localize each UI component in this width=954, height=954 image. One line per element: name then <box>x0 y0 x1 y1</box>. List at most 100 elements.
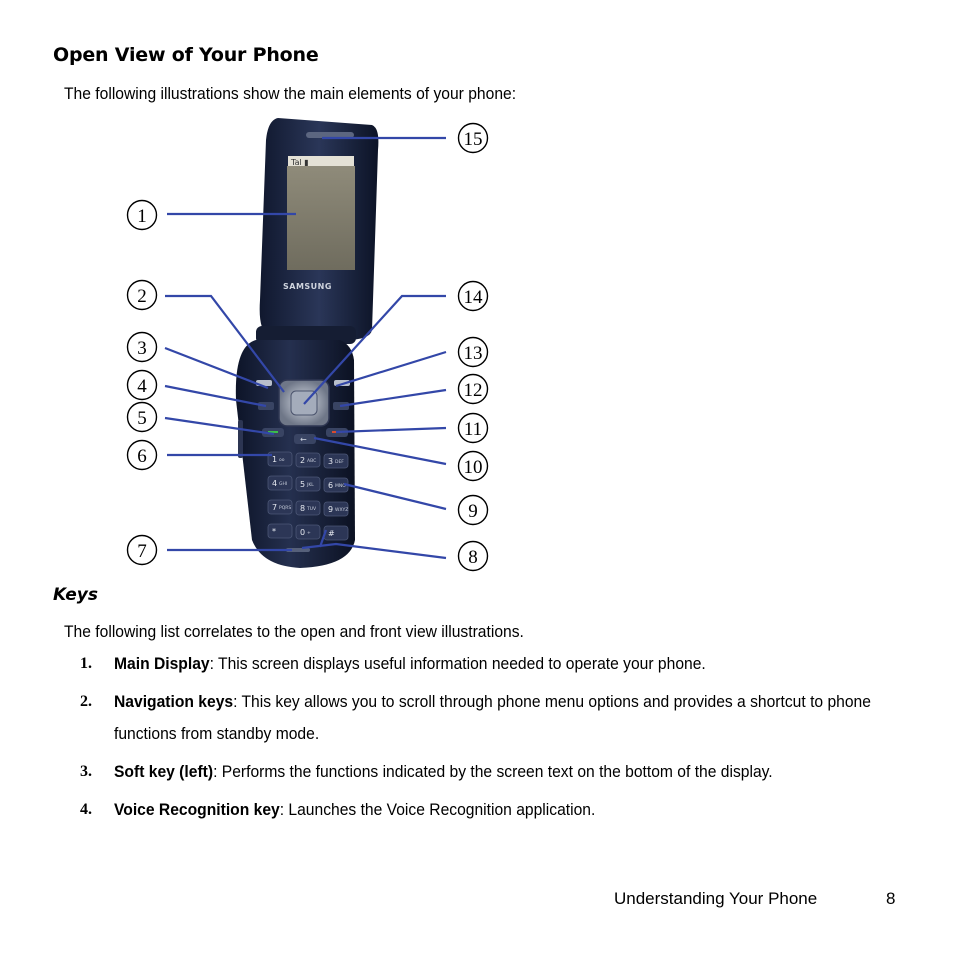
keypad-key-letters: GHI <box>279 481 287 487</box>
keypad-key-digit: 5 <box>300 480 305 489</box>
keypad-key-digit: 0 <box>300 528 305 537</box>
callout-circle-9 <box>457 494 489 526</box>
list-item-number: 2. <box>80 693 92 710</box>
list-item-description: : Launches the Voice Recognition applica… <box>279 800 596 819</box>
keypad-key: # <box>323 525 349 541</box>
keypad-key-digit: 6 <box>328 481 333 490</box>
callout-label-4: 4 <box>137 376 147 397</box>
list-item-term: Main Display <box>114 654 210 673</box>
footer-page-number: 8 <box>886 889 896 908</box>
callout-circle-6 <box>126 439 158 471</box>
keypad-key-letters: JKL <box>306 482 314 488</box>
list-item-text: Navigation keys: This key allows you to … <box>114 686 896 750</box>
volume-key <box>238 420 243 458</box>
callout-circle-8 <box>457 540 489 572</box>
keypad-key-digit: 9 <box>328 505 333 514</box>
callout-label-3: 3 <box>137 338 147 359</box>
svg-text:←: ← <box>300 435 307 444</box>
callout-line-3 <box>164 346 269 390</box>
keypad-key-letters: TUV <box>306 506 317 512</box>
callout-label-15: 15 <box>464 129 483 150</box>
callout-label-1: 1 <box>137 206 147 227</box>
keypad-key-digit: 8 <box>300 504 305 513</box>
list-item: 1. Main Display: This screen displays us… <box>80 648 910 680</box>
callout-circle-12 <box>457 373 489 405</box>
keypad-key-digit: 3 <box>328 457 333 466</box>
callout-circle-4 <box>126 369 158 401</box>
list-item-text: Voice Recognition key: Launches the Voic… <box>114 794 896 826</box>
list-item-description: : This key allows you to scroll through … <box>114 692 871 743</box>
callout-circle-14 <box>457 280 489 312</box>
list-item-description: : This screen displays useful informatio… <box>209 654 706 673</box>
callout-line-10 <box>313 436 447 466</box>
keypad-key-letters: ABC <box>307 458 316 464</box>
callout-circle-2 <box>126 279 158 311</box>
callout-circle-11 <box>457 412 489 444</box>
earpiece <box>306 132 354 138</box>
page-title: Open View of Your Phone <box>53 44 319 66</box>
keypad-key-letters: oo <box>279 458 285 463</box>
list-item: 3. Soft key (left): Performs the functio… <box>80 756 910 788</box>
callout-line-9 <box>343 482 447 511</box>
callout-line-8 <box>301 542 447 560</box>
list-item-number: 3. <box>80 763 92 780</box>
callout-line-5 <box>164 416 275 436</box>
keypad-key-digit: 1 <box>272 455 277 464</box>
callout-label-9: 9 <box>468 501 478 522</box>
callout-label-2: 2 <box>137 286 147 307</box>
callout-label-6: 6 <box>137 446 147 467</box>
callout-label-14: 14 <box>464 287 484 308</box>
keypad-key-digit: # <box>328 529 335 538</box>
callout-line-11 <box>335 426 447 434</box>
list-item-term: Navigation keys <box>114 692 234 711</box>
keypad-key-letters: PQRS <box>279 505 291 511</box>
footer-section-title: Understanding Your Phone <box>614 889 818 908</box>
list-item-text: Main Display: This screen displays usefu… <box>114 648 896 680</box>
keypad-key-digit: 2 <box>300 456 305 465</box>
clear-key <box>294 434 316 444</box>
callout-line-13 <box>335 350 447 388</box>
keypad-key: 0+ <box>295 524 321 540</box>
callout-circle-13 <box>457 336 489 368</box>
hinge <box>256 326 356 344</box>
intro-text: The following illustrations show the mai… <box>64 84 517 103</box>
callout-line-4 <box>164 384 267 408</box>
brand-logo: SAMSUNG <box>283 282 332 291</box>
callout-label-13: 13 <box>464 343 483 364</box>
callout-label-5: 5 <box>137 408 147 429</box>
svg-text:Tal ▮: Tal ▮ <box>290 158 309 167</box>
keypad-key-digit: 7 <box>272 503 277 512</box>
callout-circle-10 <box>457 450 489 482</box>
list-item-number: 1. <box>80 655 92 672</box>
keypad-key-digit: * <box>272 527 276 536</box>
callout-line-8b <box>318 529 328 548</box>
callout-lines <box>164 136 447 560</box>
callout-circle-1 <box>126 199 158 231</box>
callout-circle-5 <box>126 401 158 433</box>
keypad-key-letters: DEF <box>335 459 344 465</box>
keypad-key-letters: + <box>307 530 311 536</box>
callout-label-11: 11 <box>464 419 482 440</box>
callout-line-14 <box>303 294 446 405</box>
list-item-description: : Performs the functions indicated by th… <box>213 762 773 781</box>
main-display <box>287 166 355 270</box>
keys-heading: Keys <box>53 585 98 605</box>
callout-line-12 <box>339 388 447 408</box>
keys-intro: The following list correlates to the ope… <box>64 622 524 641</box>
list-item-term: Soft key (left) <box>114 762 214 781</box>
callout-circles: 1 2 3 4 5 6 7 8 9 10 11 12 13 14 15 <box>126 122 489 572</box>
list-item-term: Voice Recognition key <box>114 800 280 819</box>
callout-line-2 <box>165 294 285 393</box>
keypad-key-letters: MNO <box>335 483 346 489</box>
list-item-text: Soft key (left): Performs the functions … <box>114 756 896 788</box>
list-item-number: 4. <box>80 801 92 818</box>
callout-label-7: 7 <box>137 541 147 562</box>
